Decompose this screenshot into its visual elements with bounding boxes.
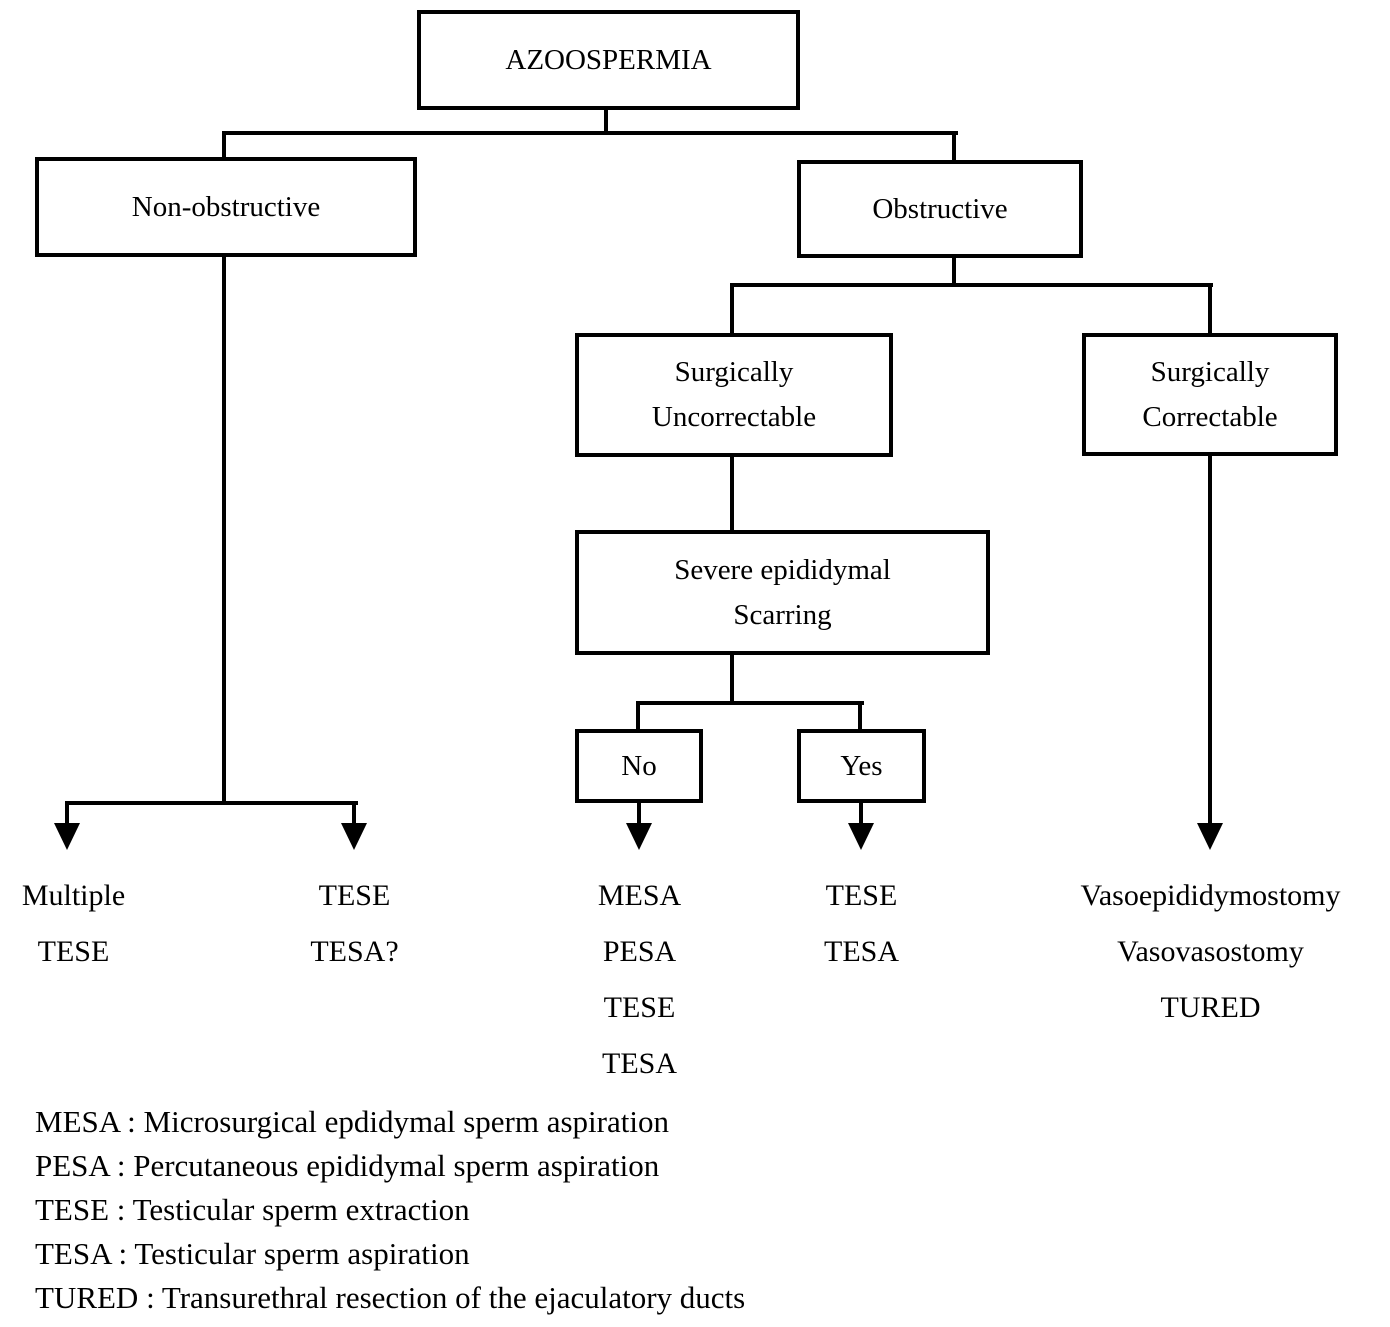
arrow-no-stem	[637, 799, 641, 825]
leaf-non-obstructive-right: TESE TESA?	[282, 868, 427, 980]
leaf-surgically-correctable: Vasoepididymostomy Vasovasostomy TURED	[1048, 868, 1373, 1036]
connector-root-stem	[604, 108, 608, 135]
leaf-item: Vasovasostomy	[1117, 935, 1304, 968]
arrow-down-icon	[626, 823, 652, 850]
connector-scarring-stem	[730, 651, 734, 705]
connector-to-non-obstructive	[222, 131, 226, 161]
connector-root-split	[222, 131, 958, 135]
node-obstructive: Obstructive	[797, 160, 1083, 258]
leaf-non-obstructive-left: Multiple TESE	[1, 868, 146, 980]
legend-line: TURED : Transurethral resection of the e…	[35, 1280, 746, 1315]
connector-non-obstructive-stem	[222, 253, 226, 805]
arrow-correctable-stem	[1208, 452, 1212, 825]
connector-scarring-split	[636, 701, 864, 705]
leaf-item: TESE	[37, 935, 110, 968]
arrow-multiple-tese-stem	[65, 801, 69, 826]
legend-line: MESA : Microsurgical epdidymal sperm asp…	[35, 1104, 669, 1139]
node-severe-epididymal-scarring: Severe epididymal Scarring	[575, 530, 990, 655]
connector-uncorrectable-to-scarring	[730, 453, 734, 532]
leaf-item: TESE	[603, 991, 676, 1024]
node-surgically-correctable: Surgically Correctable	[1082, 333, 1338, 456]
connector-to-no	[636, 701, 640, 731]
connector-non-obstructive-split	[65, 801, 358, 805]
leaf-item: Vasoepididymostomy	[1080, 879, 1341, 912]
leaf-item: TESA	[602, 1047, 677, 1080]
node-azoospermia: AZOOSPERMIA	[417, 10, 800, 110]
connector-to-surgically-uncorrectable	[730, 283, 734, 335]
leaf-scarring-no: MESA PESA TESE TESA	[567, 868, 712, 1092]
node-no: No	[575, 729, 703, 803]
connector-to-obstructive	[952, 131, 956, 164]
arrow-down-icon	[54, 823, 80, 850]
legend-line: PESA : Percutaneous epididymal sperm asp…	[35, 1148, 660, 1183]
leaf-item: TESA	[824, 935, 899, 968]
connector-obstructive-stem	[952, 254, 956, 287]
legend-line: TESE : Testicular sperm extraction	[35, 1192, 470, 1227]
legend-line: TESA : Testicular sperm aspiration	[35, 1236, 470, 1271]
arrow-tese-tesa-stem	[352, 801, 356, 826]
abbreviation-legend: MESA : Microsurgical epdidymal sperm asp…	[35, 1100, 745, 1320]
leaf-item: Multiple	[21, 879, 126, 912]
connector-to-yes	[858, 701, 862, 731]
arrow-down-icon	[341, 823, 367, 850]
leaf-item: MESA	[597, 879, 682, 912]
leaf-item: PESA	[602, 935, 677, 968]
connector-to-surgically-correctable	[1208, 283, 1212, 335]
leaf-scarring-yes: TESE TESA	[789, 868, 934, 980]
arrow-yes-stem	[859, 799, 863, 825]
leaf-item: TESE	[825, 879, 898, 912]
node-surgically-uncorrectable: Surgically Uncorrectable	[575, 333, 893, 457]
leaf-item: TURED	[1160, 991, 1261, 1024]
node-non-obstructive: Non-obstructive	[35, 157, 417, 257]
leaf-item: TESA?	[310, 935, 399, 968]
arrow-down-icon	[1197, 823, 1223, 850]
arrow-down-icon	[848, 823, 874, 850]
leaf-item: TESE	[318, 879, 391, 912]
connector-obstructive-split	[730, 283, 1213, 287]
node-yes: Yes	[797, 729, 926, 803]
